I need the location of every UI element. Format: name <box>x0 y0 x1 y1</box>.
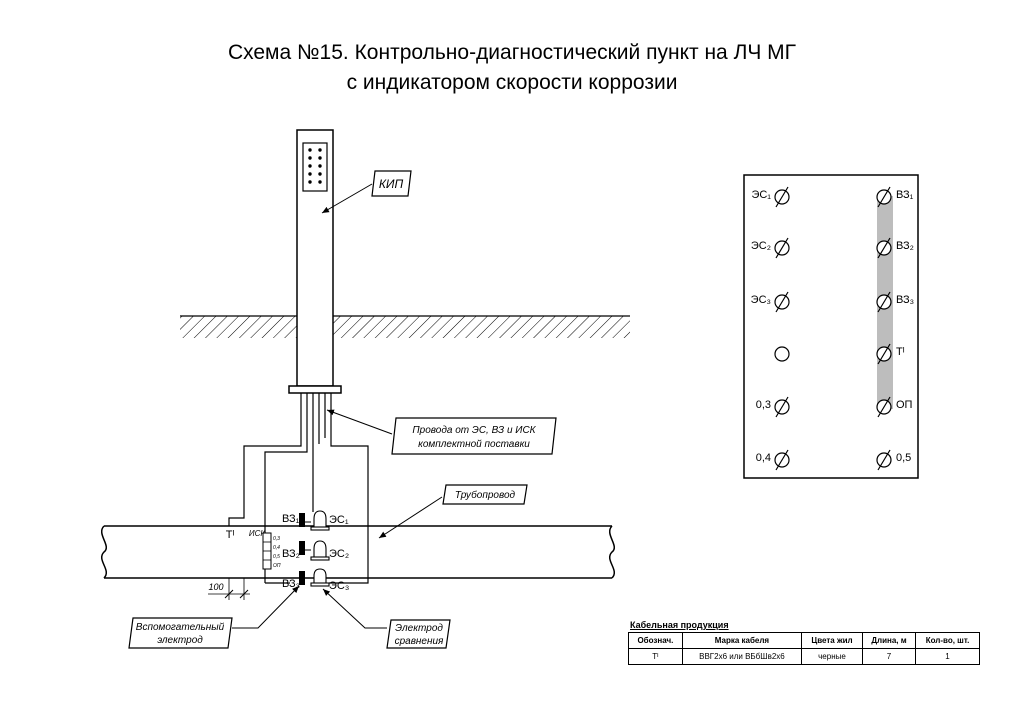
cable-header-length: Длина, м <box>861 632 917 649</box>
cable-header-brand: Марка кабеля <box>681 632 803 649</box>
wires-callout: Провода от ЭС, ВЗ и ИСК комплектной пост… <box>326 409 557 455</box>
terminal-left-label-6: 0,4 <box>756 452 771 464</box>
cable-cell-count: 1 <box>915 648 980 665</box>
terminal-right-4 <box>876 343 892 365</box>
terminal-right-label-2: ВЗ₂ <box>896 240 914 252</box>
terminal-right-3 <box>876 291 892 313</box>
terminal-right-label-1: ВЗ₁ <box>896 189 914 201</box>
terminal-left-label-5: 0,3 <box>756 399 771 411</box>
aux-electrode-label-1: Вспомогательный <box>136 622 225 633</box>
isk-tap-03: 0,3 <box>273 536 280 542</box>
cable-header-colors: Цвета жил <box>801 632 863 649</box>
terminal-right-6 <box>876 449 892 471</box>
terminal-right-label-5: ОП <box>896 399 913 411</box>
electrode-assembly: ВЗ₁ ВЗ₂ ВЗ₃ ЭС₁ ЭС₂ ЭС₃ <box>282 510 349 592</box>
pipeline <box>101 525 615 579</box>
kip-post <box>288 129 342 394</box>
terminal-right-label-6: 0,5 <box>896 452 911 464</box>
ref-electrode-label-2: сравнения <box>395 636 444 647</box>
cable-table: Обознач. Марка кабеля Цвета жил Длина, м… <box>628 632 980 665</box>
table-row: Тᴵ ВВГ2х6 или ВБбШв2х6 черные 7 1 <box>628 648 980 665</box>
cable-cell-colors: черные <box>801 648 863 665</box>
cable-header-designation: Обознач. <box>628 632 683 649</box>
cable-cell-brand: ВВГ2х6 или ВБбШв2х6 <box>681 648 803 665</box>
kip-label: КИП <box>379 177 404 191</box>
wires <box>228 393 369 584</box>
terminal-left-label-1: ЭС₁ <box>751 189 771 201</box>
cable-table-caption: Кабельная продукция <box>630 620 729 630</box>
terminal-left-3 <box>774 291 790 313</box>
ti-isk-group: Тᴵ ИСК 0,3 0,4 0,5 ОП 100 <box>208 529 281 600</box>
terminal-left-5 <box>774 396 790 418</box>
terminal-left-6 <box>774 449 790 471</box>
diagram-title: Схема №15. Контрольно-диагностический пу… <box>0 38 1024 98</box>
ground-surface <box>180 314 630 340</box>
es2-label: ЭС₂ <box>329 548 349 560</box>
ref-electrode-callout: Электрод сравнения <box>322 588 451 649</box>
terminal-right-5 <box>876 396 892 418</box>
dim-100-label: 100 <box>208 582 223 592</box>
cable-header-count: Кол-во, шт. <box>915 632 980 649</box>
terminal-left-1 <box>774 186 790 208</box>
ti-label: Тᴵ <box>226 529 235 541</box>
pipeline-label: Трубопровод <box>455 489 516 501</box>
cable-cell-length: 7 <box>861 648 917 665</box>
vz1-label: ВЗ₁ <box>282 513 300 525</box>
terminal-right-label-3: ВЗ₃ <box>896 294 914 306</box>
pipeline-callout: Трубопровод <box>378 484 528 539</box>
vz2-label: ВЗ₂ <box>282 548 300 560</box>
terminal-left-label-3: ЭС₃ <box>751 294 771 306</box>
ref-electrode-label-1: Электрод <box>395 623 443 634</box>
wires-label-2: комплектной поставки <box>418 439 530 450</box>
cable-cell-designation: Тᴵ <box>628 648 683 665</box>
terminal-right-1 <box>876 186 892 208</box>
isk-tap-op: ОП <box>273 563 281 569</box>
es1-label: ЭС₁ <box>329 514 349 526</box>
wires-label-1: Провода от ЭС, ВЗ и ИСК <box>412 425 536 436</box>
aux-electrode-callout: Вспомогательный электрод <box>128 585 300 649</box>
terminal-left-4 <box>774 346 790 362</box>
terminal-right-2 <box>876 237 892 259</box>
terminal-right-label-4: Тᴵ <box>896 346 905 358</box>
es3-label: ЭС₃ <box>329 580 349 592</box>
isk-label: ИСК <box>249 529 267 538</box>
kip-callout: КИП <box>321 170 412 214</box>
title-line-2: с индикатором скорости коррозии <box>346 71 678 94</box>
terminal-left-2 <box>774 237 790 259</box>
isk-tap-04: 0,4 <box>273 545 280 551</box>
aux-electrode-label-2: электрод <box>157 635 203 646</box>
cable-products-block: Кабельная продукция Обознач. Марка кабел… <box>628 620 980 665</box>
dimension-100: 100 <box>208 578 250 600</box>
isk-tap-05: 0,5 <box>273 554 280 560</box>
title-line-1: Схема №15. Контрольно-диагностический пу… <box>227 41 797 64</box>
terminal-left-label-2: ЭС₂ <box>751 240 771 252</box>
